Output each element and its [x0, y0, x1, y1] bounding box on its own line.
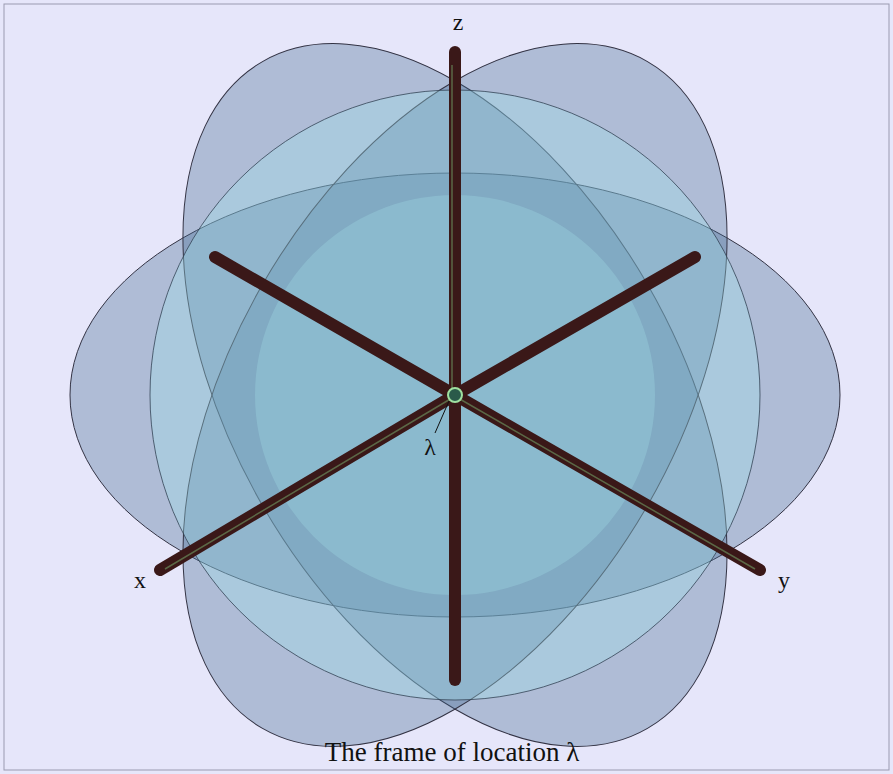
- rod-highlight: [165, 398, 452, 569]
- axis-rod: [455, 257, 695, 395]
- axis-rod: [455, 395, 760, 570]
- origin-point: [448, 388, 462, 402]
- axis-rod: [449, 395, 461, 680]
- axis-rod: [160, 395, 455, 570]
- axis-label: y: [778, 568, 790, 592]
- axis-rod: [215, 257, 455, 395]
- axis-label: x: [134, 568, 146, 592]
- leader-line: [435, 401, 449, 433]
- border: [4, 4, 889, 770]
- plane-disc: [70, 0, 840, 774]
- rod-highlight: [458, 398, 755, 569]
- caption: The frame of location λ: [325, 739, 579, 766]
- rod-highlight: [451, 65, 453, 391]
- axis-label: λ: [424, 435, 436, 459]
- axis-label: z: [453, 10, 464, 34]
- plane-disc: [70, 0, 840, 774]
- axis-rod: [449, 52, 461, 395]
